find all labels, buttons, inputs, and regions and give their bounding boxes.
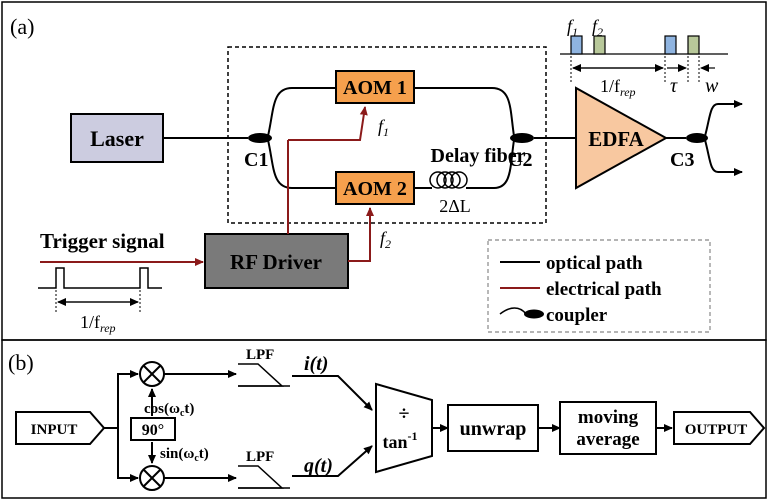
mixer-bottom-icon	[139, 465, 165, 491]
legend-box	[487, 239, 711, 333]
aom2-label: AOM 2	[343, 178, 407, 200]
c1-label: C1	[244, 149, 268, 171]
c3-output-upper	[704, 100, 743, 137]
modulator-enclosure	[227, 46, 547, 224]
tau-label: τ	[670, 75, 678, 97]
coupler-c3	[686, 133, 708, 143]
i-t-label: i(t)	[304, 353, 328, 375]
laser-box	[70, 113, 164, 163]
rf-f1-label: f1	[378, 116, 389, 139]
pulse-f2-label: f2	[592, 16, 603, 39]
lpf-bottom-icon	[238, 465, 290, 489]
phase-shift-block	[130, 417, 176, 441]
average-label: average	[576, 429, 639, 450]
i-to-arctan	[292, 375, 373, 411]
input-block	[15, 411, 106, 445]
trigger-pulse-waveform	[38, 267, 162, 289]
c2-label: C2	[508, 149, 532, 171]
pulse-train	[560, 35, 728, 82]
q-to-arctan	[292, 445, 373, 477]
moving-average-block	[559, 401, 657, 455]
sin-label: sin(ωct)	[160, 446, 209, 464]
c3-label: C3	[670, 149, 694, 171]
lpf-bottom-label: LPF	[246, 449, 274, 465]
panel-a-label: (a)	[10, 14, 34, 39]
unwrap-block	[447, 404, 539, 452]
divide-label: ÷	[399, 403, 410, 425]
lower-arm-in	[267, 139, 336, 189]
delay-fiber-label: Delay fiber	[431, 145, 526, 167]
mixer-top-icon	[139, 361, 165, 387]
input-to-mixer-bottom	[117, 428, 139, 482]
edfa-amplifier	[575, 86, 669, 190]
rf-driver-label: RF Driver	[230, 250, 322, 274]
w-label: w	[705, 75, 719, 97]
rf-driver-box	[204, 233, 349, 289]
coupler-c1	[248, 133, 272, 143]
cos-label: cos(ωct)	[144, 401, 194, 419]
trigger-signal-label: Trigger signal	[40, 229, 165, 253]
phase-shift-label: 90°	[142, 422, 164, 439]
legend-electrical-label: electrical path	[546, 279, 662, 300]
panel-b-frame	[1, 339, 767, 499]
pulse-f1-label: f1	[567, 16, 578, 39]
panel-b-label: (b)	[8, 350, 34, 375]
legend-optical-label: optical path	[546, 253, 643, 274]
lpf-top-icon	[238, 362, 290, 387]
rf-to-aom1-path	[288, 106, 368, 141]
output-label: OUTPUT	[685, 422, 748, 438]
unwrap-label: unwrap	[460, 418, 527, 440]
input-label: INPUT	[31, 422, 78, 438]
rf-f2-label: f2	[380, 228, 391, 251]
output-block	[673, 411, 766, 445]
aom1-label: AOM 1	[343, 77, 407, 99]
delay-length-label: 2ΔL	[439, 196, 471, 216]
q-t-label: q(t)	[304, 455, 333, 477]
edfa-label: EDFA	[588, 127, 644, 151]
aom2-box	[335, 171, 415, 205]
delay-fiber-coil-icon	[429, 171, 468, 189]
coupler-c2	[510, 133, 534, 143]
pulse-period-label: 1/frep	[600, 76, 636, 99]
arctan-block	[375, 382, 433, 474]
moving-label: moving	[578, 407, 639, 428]
lower-arm-out	[466, 139, 515, 189]
lpf-top-label: LPF	[246, 347, 274, 363]
rf-to-aom2-path	[348, 207, 374, 262]
laser-label: Laser	[90, 126, 144, 151]
aom1-box	[335, 70, 415, 104]
upper-arm-in	[267, 87, 336, 137]
c3-output-lower	[704, 139, 743, 176]
arctan-label: tan-1	[382, 429, 417, 452]
trigger-period-label: 1/frep	[80, 312, 116, 335]
legend-coupler-swatch	[524, 309, 544, 319]
input-to-mixer-top	[104, 370, 139, 429]
legend-coupler-label: coupler	[546, 305, 608, 326]
upper-arm-out	[414, 87, 515, 137]
